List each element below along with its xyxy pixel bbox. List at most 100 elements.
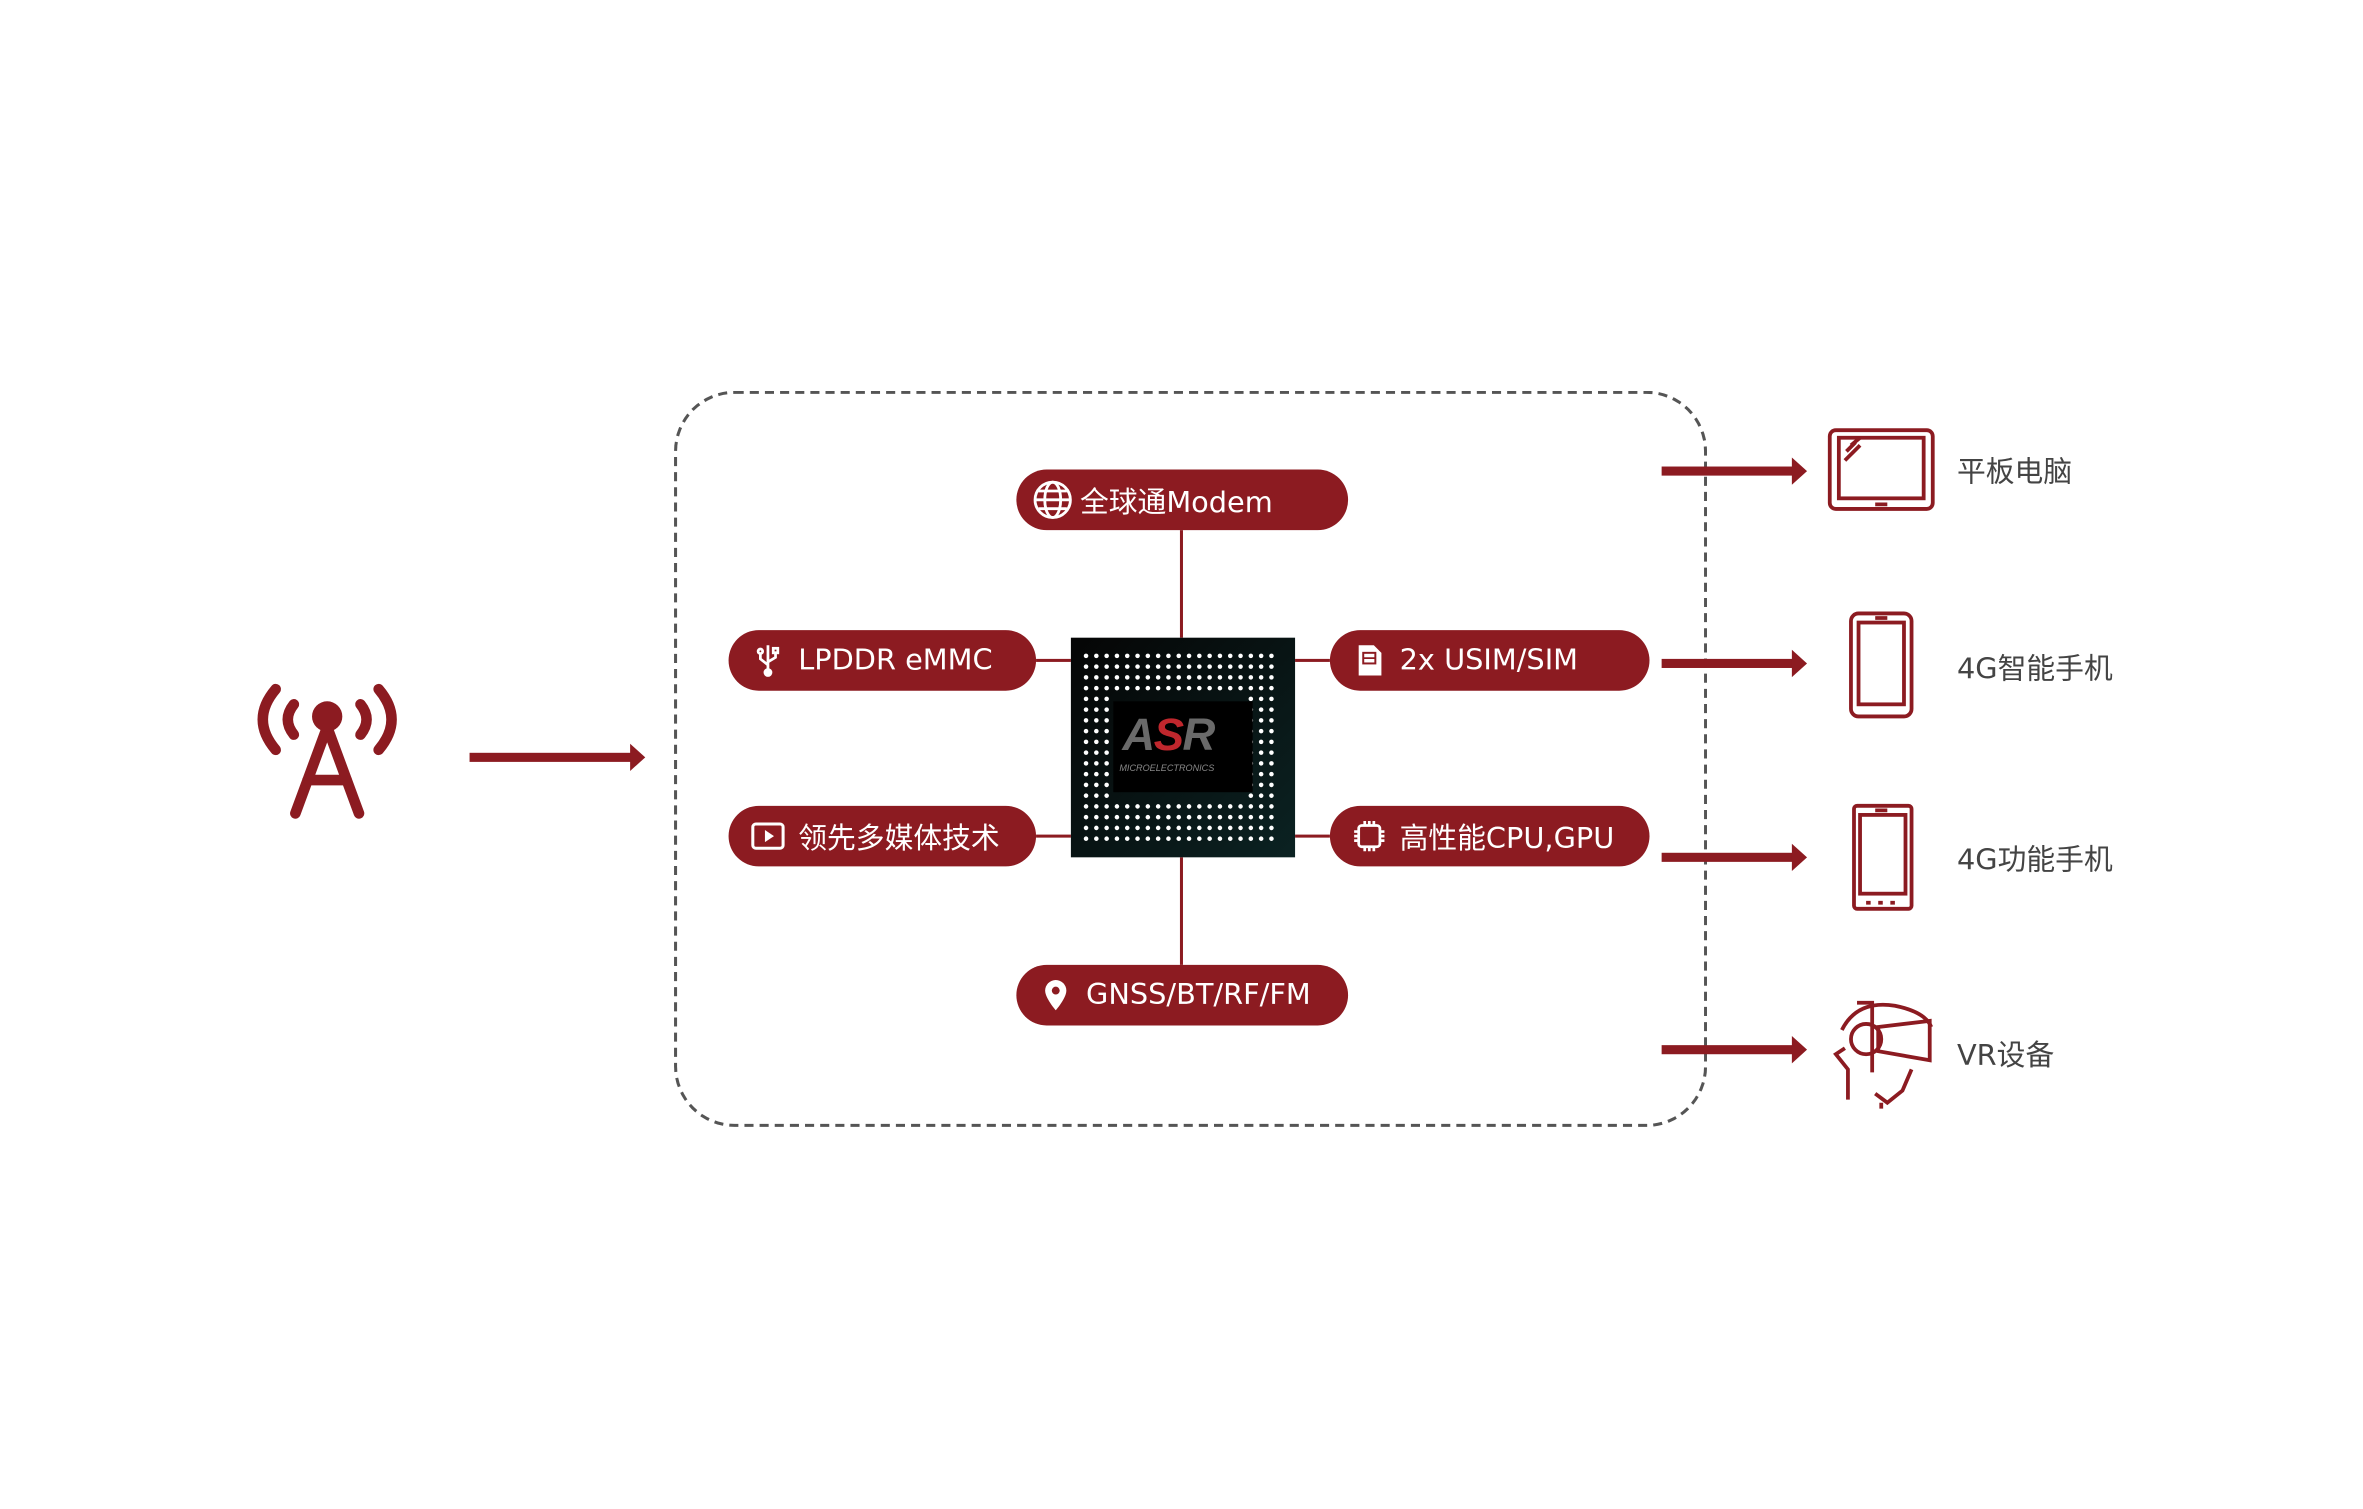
chip-pin <box>1083 814 1089 820</box>
soc-boundary <box>674 390 1708 1127</box>
connector <box>1036 658 1071 662</box>
chip-pin <box>1269 685 1274 691</box>
chip-pin <box>1258 696 1264 702</box>
chip-pin <box>1145 804 1151 809</box>
chip-pin <box>1094 836 1099 841</box>
chip-pin <box>1248 793 1254 798</box>
chip-pin <box>1227 653 1233 659</box>
chip-pin <box>1258 653 1264 659</box>
chip-pin <box>1104 782 1109 788</box>
chip-pin <box>1176 825 1182 831</box>
chip-pin <box>1094 728 1099 734</box>
chip-pin <box>1166 814 1171 820</box>
chip-pin <box>1248 836 1254 841</box>
chip-pin <box>1094 750 1099 755</box>
chip-pin <box>1207 825 1212 831</box>
chip-pin <box>1094 664 1099 669</box>
chip-pin <box>1094 825 1099 831</box>
chip-pin <box>1166 653 1171 659</box>
usb-icon <box>756 645 780 677</box>
chip-pin <box>1135 804 1140 809</box>
chip-pin <box>1227 814 1233 820</box>
chip-pin <box>1186 825 1192 831</box>
location-pin-icon <box>1045 980 1067 1011</box>
chip-pin <box>1104 653 1109 659</box>
chip-pin <box>1258 782 1264 788</box>
chip-pin <box>1238 675 1243 680</box>
chip-pin <box>1258 804 1264 809</box>
chip-pin <box>1238 685 1243 691</box>
chip-pin <box>1269 675 1274 680</box>
chip-pin <box>1104 804 1109 809</box>
chip-pin <box>1197 804 1202 809</box>
chip-pin <box>1145 836 1151 841</box>
chip-pin <box>1104 696 1109 702</box>
chip-pin <box>1083 675 1089 680</box>
chip-pin <box>1258 793 1264 798</box>
chip-pin <box>1176 814 1182 820</box>
chip-pin <box>1227 804 1233 809</box>
chip-pin <box>1186 836 1192 841</box>
chip-pin <box>1248 814 1254 820</box>
chip-pin <box>1104 675 1109 680</box>
chip-pin <box>1083 718 1089 723</box>
feature-sim: 2x USIM/SIM <box>1329 630 1650 691</box>
sim-card-icon <box>1358 645 1382 676</box>
chip-pin <box>1217 825 1223 831</box>
chip-pin <box>1176 664 1182 669</box>
chip-pin <box>1207 814 1212 820</box>
device-label-smartphone: 4G智能手机 <box>1956 652 2113 687</box>
chip-pin <box>1114 664 1120 669</box>
chip-pin <box>1238 804 1243 809</box>
chip-pin <box>1083 804 1089 809</box>
chip-pin <box>1135 825 1140 831</box>
chip-pin <box>1269 718 1274 723</box>
feature-modem: 全球通Modem <box>1016 469 1349 531</box>
chip-pin <box>1217 653 1223 659</box>
device-label-vr: VR设备 <box>1956 1039 2055 1073</box>
chip-pin <box>1176 675 1182 680</box>
chip-pin <box>1197 664 1202 669</box>
chip-pin <box>1269 739 1274 745</box>
connector <box>1295 658 1330 662</box>
chip-pin <box>1186 814 1192 820</box>
chip-pin <box>1248 653 1254 659</box>
chip-pin <box>1269 771 1274 777</box>
chip-pin <box>1207 675 1212 680</box>
chip-pin <box>1227 675 1233 680</box>
chip-pin <box>1094 707 1099 712</box>
chip-pin <box>1155 825 1161 831</box>
chip-pin <box>1207 804 1212 809</box>
chip-pin <box>1258 750 1264 755</box>
chip-pin <box>1094 696 1099 702</box>
smartphone-icon <box>1849 611 1914 719</box>
chip-pin <box>1186 685 1192 691</box>
chip-pin <box>1258 664 1264 669</box>
chip-pin <box>1186 653 1192 659</box>
chip-pin <box>1104 825 1109 831</box>
chip-pin <box>1197 814 1202 820</box>
chip-pin <box>1258 761 1264 766</box>
chip-pin <box>1083 761 1089 766</box>
chip-pin <box>1083 664 1089 669</box>
chip-pin <box>1094 814 1099 820</box>
chip-pin <box>1258 771 1264 777</box>
chip-pin <box>1238 653 1243 659</box>
tablet-icon <box>1827 428 1935 511</box>
chip-pin <box>1269 782 1274 788</box>
chip-pin <box>1269 750 1274 755</box>
chip-pin <box>1124 814 1130 820</box>
globe-icon <box>1033 480 1072 519</box>
chip-pin <box>1269 804 1274 809</box>
chip-pin <box>1217 804 1223 809</box>
chip-pin <box>1135 675 1140 680</box>
chip-pin <box>1114 836 1120 841</box>
chip-pin <box>1104 814 1109 820</box>
chip-pin <box>1197 825 1202 831</box>
chip-pin <box>1135 685 1140 691</box>
chip-pin <box>1083 707 1089 712</box>
chip-pin <box>1083 782 1089 788</box>
chip-pin <box>1269 793 1274 798</box>
chip-pin <box>1145 814 1151 820</box>
chip-pin <box>1094 761 1099 766</box>
